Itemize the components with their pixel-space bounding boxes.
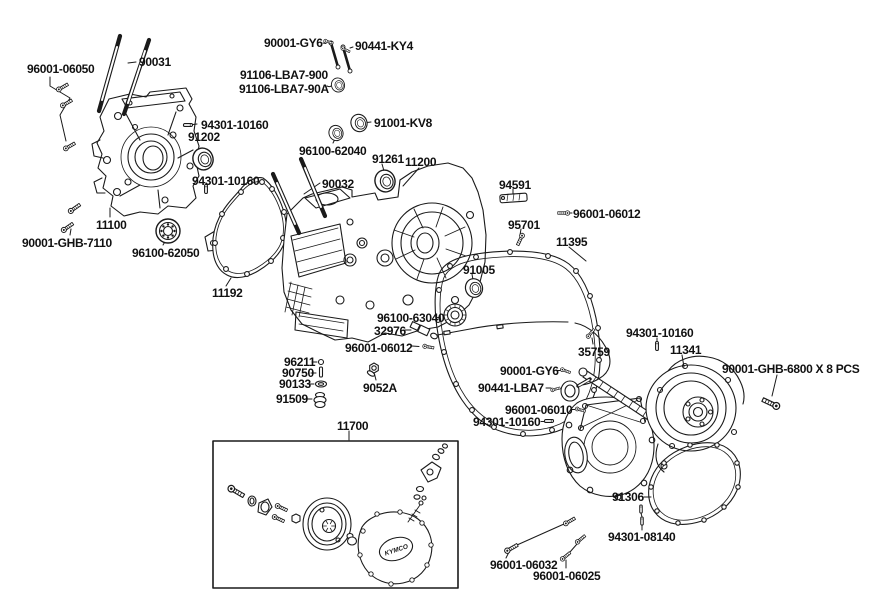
part-label-11200: 11200 [405,155,437,169]
part-label-11100: 11100 [96,218,127,232]
part-label-96100-62050: 96100-62050 [132,246,200,260]
stud-bolts-90031 [96,33,152,117]
part-label-90001-ghb-7110: 90001-GHB-7110 [22,236,112,250]
part-label-35759: 35759 [578,345,610,359]
part-label-96001-06012-a: 96001-06012 [573,207,641,221]
part-label-91106-lba7-900: 91106-LBA7-900 [240,68,328,82]
bearing-96100-62040 [326,122,346,144]
part-label-91106-lba7-90a: 91106-LBA7-90A [239,82,329,96]
part-label-11395: 11395 [556,235,588,249]
part-label-96001-06025: 96001-06025 [533,569,601,583]
gasket-11192 [212,177,287,279]
bolt-9052a [366,362,379,377]
part-label-91261: 91261 [372,152,404,166]
link-rods-90001-gy6-90441-ky4 [322,38,353,74]
part-label-90750: 90750 [282,366,314,380]
part-label-94301-10160-c: 94301-10160 [626,326,694,340]
sensor-cable-35759 [431,321,611,402]
part-label-90001-gy6-a: 90001-GY6 [264,36,323,50]
bearing-96100-63040 [443,303,467,327]
sensor-32976 [409,321,438,340]
bolt-90001-gy6-b [559,366,572,375]
part-label-94591: 94591 [499,178,531,192]
part-label-91005: 91005 [463,263,495,277]
kit-box-11700: KYMCO [212,440,459,589]
screw-90441-lba7 [549,385,561,393]
part-label-90031: 90031 [139,55,171,69]
bearing-91001-kv8 [347,111,371,135]
part-label-91202: 91202 [188,130,220,144]
part-label-96001-06012-b: 96001-06012 [345,341,413,355]
part-label-95701: 95701 [508,218,540,232]
part-label-94301-10160-a: 94301-10160 [201,118,269,132]
bearing-91106 [328,75,348,95]
part-label-96001-06050: 96001-06050 [27,62,95,76]
part-label-96100-63040: 96100-63040 [377,311,445,325]
crankcase-left-11100 [91,87,223,252]
bolt-90001-ghb-6800 [760,395,782,412]
part-label-94301-08140: 94301-08140 [608,530,676,544]
part-label-90032: 90032 [322,177,354,191]
part-label-90001-ghb-6800: 90001-GHB-6800 X 8 PCS [722,362,860,376]
part-label-96001-06010: 96001-06010 [505,403,573,417]
part-label-90441-lba7: 90441-LBA7 [478,381,544,395]
part-label-11341: 11341 [670,343,702,357]
part-label-94301-10160-b: 94301-10160 [192,174,260,188]
bolt-96001-06012-a [557,210,571,216]
bolt-96001-06012-b [422,343,435,351]
part-label-11700: 11700 [337,419,369,433]
part-label-32976: 32976 [374,324,406,338]
part-label-90133: 90133 [279,377,311,391]
part-label-96001-06032: 96001-06032 [490,558,558,572]
part-label-90441-ky4: 90441-KY4 [355,39,414,53]
stud-bolts-90032 [270,156,328,236]
part-label-91306: 91306 [612,490,644,504]
bearing-96100-62050 [155,218,181,244]
spacer-94591 [499,192,528,204]
bolt-95701 [515,232,526,247]
hardware-stack-96211-90750-90133-91509 [313,358,328,409]
part-label-90001-gy6-b: 90001-GY6 [500,364,559,378]
part-label-96211: 96211 [284,355,316,369]
part-label-96100-62040: 96100-62040 [299,144,367,158]
part-label-11192: 11192 [212,286,243,300]
part-label-9052a: 9052A [363,381,397,395]
part-label-91509: 91509 [276,392,308,406]
part-label-91001-kv8: 91001-KV8 [374,116,433,130]
gasket-91306 [648,442,741,526]
part-label-94301-10160-d: 94301-10160 [473,415,541,429]
oil-seal-91261 [371,167,399,195]
